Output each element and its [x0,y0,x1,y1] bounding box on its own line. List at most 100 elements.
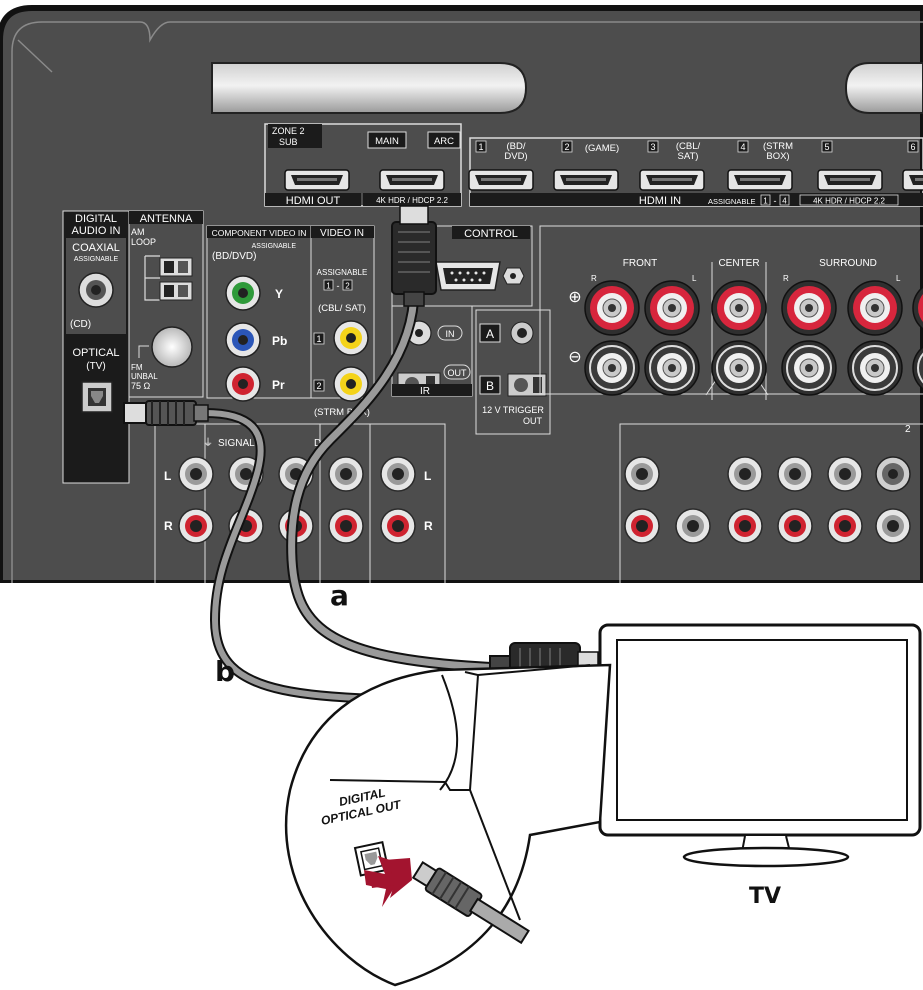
rca-4-r-jack[interactable] [328,508,364,544]
surround-r-minus-terminal[interactable] [781,340,837,396]
video-in-group: VIDEO IN ASSIGNABLE 1 - 2 (CBL/ SAT) 1 2… [310,225,375,418]
video-range-from: 1 [326,282,331,291]
audio-in-label: AUDIO IN [72,225,121,237]
hdmi-in-2-port[interactable] [553,169,619,191]
hdmi-in-1-number-box [475,140,487,153]
front-l-plus-terminal[interactable] [644,280,700,336]
digital-label: DIGITAL [75,213,117,225]
fm-antenna-jack[interactable] [151,326,193,368]
hdmi-in-6-port[interactable] [902,169,923,191]
sub-label: SUB [279,137,298,147]
hdmi-in-1-source-label: DVD) [504,151,527,162]
video-range-sep: - [337,281,340,291]
center-minus-terminal[interactable] [711,340,767,396]
hdmi-out-label: HDMI OUT [286,195,341,207]
hdmi-in-4-number-box [737,140,749,153]
minus-sign: ⊖ [568,349,581,366]
y-label: Y [275,287,283,301]
ir-group: IN OUT IR [391,305,473,397]
hdmi-in-1-port[interactable] [468,169,534,191]
video-port-1-label: 1 [316,334,321,344]
trigger-group: A B 12 V TRIGGER OUT [475,309,551,435]
video-source-2-label: (STRM BOX) [314,407,370,418]
tv: TV [598,623,922,909]
front-l-minus-terminal[interactable] [644,340,700,396]
coaxial-label: COAXIAL [72,242,120,254]
trigger-label-line2: OUT [523,416,543,426]
hdmi-in-spec-label: 4K HDR / HDCP 2.2 [813,197,885,206]
rca-l-label-right: L [424,469,431,483]
rca-5-r-jack[interactable] [380,508,416,544]
component-assignable-label: ASSIGNABLE [252,243,297,250]
ir-label: IR [420,386,430,397]
surround-l-minus-terminal[interactable] [847,340,903,396]
rca-1-l-jack[interactable] [178,456,214,492]
optical-source-label: (TV) [86,361,105,372]
ir-out-label: OUT [448,368,468,378]
wireless-antenna-left [211,62,528,114]
hdmi-in-3-number-box [647,140,659,153]
component-video-group: COMPONENT VIDEO IN ASSIGNABLE (BD/DVD) Y… [206,225,312,402]
control-label: CONTROL [464,228,518,240]
wireless-antenna-right [844,62,923,114]
front-r-plus-terminal[interactable] [584,280,640,336]
surround-r-plus-terminal[interactable] [781,280,837,336]
surround-l-plus-terminal[interactable] [847,280,903,336]
front-r-minus-terminal[interactable] [584,340,640,396]
pb-label: Pb [272,334,287,348]
insert-arrow-icon [364,856,412,907]
hdmi-in-3-port[interactable] [639,169,705,191]
rca-1-r-jack[interactable] [178,508,214,544]
pre-out-1-jack[interactable] [624,456,660,492]
pre-out-11-jack[interactable] [875,508,911,544]
rca-5-l-jack[interactable] [380,456,416,492]
hdmi-in-4-source-label: (STRM [763,141,793,152]
hdmi-in-range-sep: - [774,196,777,206]
pre-out-8-jack[interactable] [727,508,763,544]
coaxial-source-label: (CD) [70,319,91,330]
video-assignable-label: ASSIGNABLE [317,268,368,277]
hdmi-in-range-from: 1 [763,197,768,206]
hdmi-out-sub-port[interactable] [284,169,350,191]
pre-out-3-jack[interactable] [777,456,813,492]
audio-rca-section: ⏚ SIGNAL D L R L R 2 [154,400,923,583]
surround-r-label: R [783,274,789,283]
pre-out-9-jack[interactable] [777,508,813,544]
surround-l-label: L [896,274,901,283]
pre-out-7-jack[interactable] [675,508,711,544]
rca-4-l-jack[interactable] [328,456,364,492]
hdmi-in-2-source-label: (GAME) [585,143,619,154]
digital-audio-in-group: DIGITAL AUDIO IN COAXIAL ASSIGNABLE (CD)… [62,210,130,484]
coaxial-assignable-label: ASSIGNABLE [74,256,119,263]
video-port-2-label: 2 [316,381,321,391]
hdmi-in-5-number-box [821,140,833,153]
loop-label: LOOP [131,237,156,247]
hdmi-in-3-number: 3 [650,142,655,152]
optical-label: OPTICAL [72,347,119,359]
hdmi-in-1-source-label: (BD/ [507,141,526,152]
optical-port-callout: DIGITAL OPTICAL OUT [284,663,612,987]
video-source-1-label: (CBL/ SAT) [318,303,366,314]
hdmi-out-spec-label: 4K HDR / HDCP 2.2 [376,196,448,205]
pre-out-10-jack[interactable] [827,508,863,544]
trigger-b-label: B [486,379,494,393]
arc-label: ARC [434,136,454,147]
pre-out-4-jack[interactable] [827,456,863,492]
hdmi-in-1-number: 1 [478,142,483,152]
signal-gnd-symbol: ⏚ [203,437,213,449]
pre-out-6-jack[interactable] [624,508,660,544]
hdmi-in-3-source-label: (CBL/ [676,141,701,152]
pre-out-2-jack[interactable] [727,456,763,492]
hdmi-in-5-port[interactable] [817,169,883,191]
trigger-a-label: A [486,327,494,341]
hdmi-in-2-number: 2 [564,142,569,152]
tv-screen [616,639,908,821]
fm-label: FM [131,363,143,372]
hdmi-out-main-port[interactable] [379,169,445,191]
center-plus-terminal[interactable] [711,280,767,336]
plus-sign: ⊕ [568,289,581,306]
receiver-rear-panel: ZONE 2 SUB MAIN ARC HDMI OUT 4K HDR / HD… [0,5,923,583]
hdmi-in-4-port[interactable] [727,169,793,191]
